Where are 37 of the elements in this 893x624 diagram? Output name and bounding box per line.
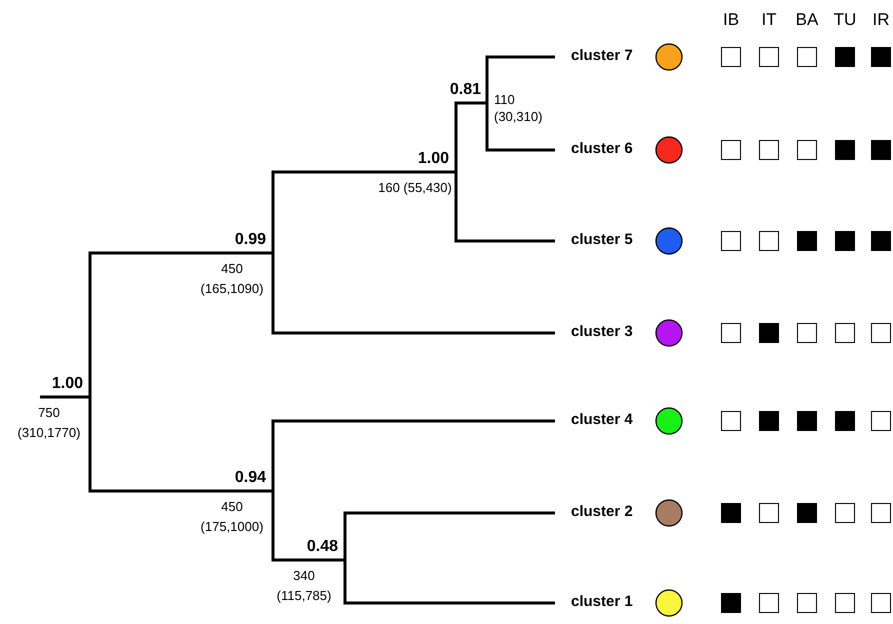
tree-branch <box>272 170 456 253</box>
support-value: 0.48 <box>306 538 338 556</box>
cluster-label: cluster 7 <box>571 47 633 64</box>
tree-branch <box>272 420 555 491</box>
age-estimate: 450 (175,1000) <box>200 498 264 536</box>
age-estimate: 450 (165,1090) <box>200 260 264 298</box>
tree-branch <box>88 252 273 397</box>
tree-branch <box>344 560 555 604</box>
cluster-label: cluster 6 <box>571 140 633 157</box>
column-header: IB <box>722 10 740 30</box>
tree-branch <box>272 491 345 562</box>
column-header: IR <box>872 10 890 30</box>
support-value: 0.99 <box>234 231 266 249</box>
cluster-label: cluster 1 <box>571 593 633 610</box>
cluster-label: cluster 2 <box>571 503 633 520</box>
tree-branch <box>454 172 555 242</box>
tree-branch <box>486 103 555 152</box>
age-estimate: 750 (310,1770) <box>16 404 82 442</box>
column-header: BA <box>794 10 820 30</box>
age-estimate: 160 (55,430) <box>378 179 452 197</box>
age-estimate: 340 (115,785) <box>276 567 332 605</box>
tree-branch <box>88 397 273 492</box>
cluster-label: cluster 5 <box>571 231 633 248</box>
support-value: 1.00 <box>52 375 83 393</box>
tree-branch <box>40 396 90 398</box>
tree-branch <box>486 56 555 103</box>
tree-branch <box>272 253 555 334</box>
cluster-label: cluster 4 <box>571 411 633 428</box>
tree-branch <box>454 102 487 172</box>
support-value: 0.81 <box>450 81 481 99</box>
column-header: IT <box>760 10 778 30</box>
support-value: 0.94 <box>234 469 266 487</box>
age-estimate: 110 (30,310) <box>494 91 544 125</box>
support-value: 1.00 <box>418 150 449 168</box>
tree-branch <box>344 512 555 560</box>
cluster-label: cluster 3 <box>571 323 633 340</box>
column-header: TU <box>832 10 858 30</box>
